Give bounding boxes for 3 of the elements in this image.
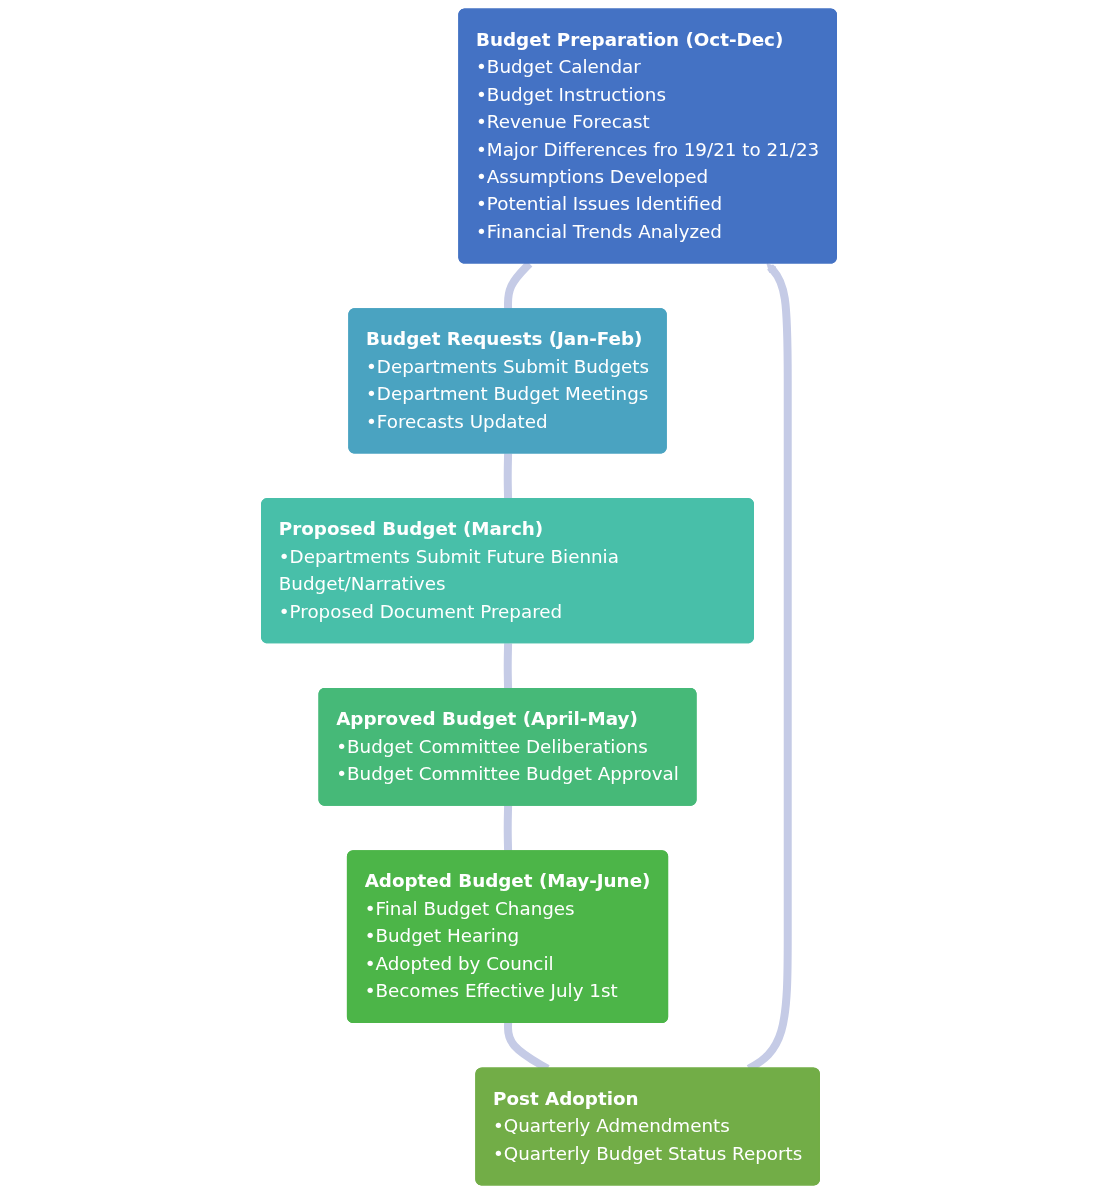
connector <box>503 643 513 690</box>
connector <box>503 453 513 500</box>
connector <box>503 805 513 852</box>
